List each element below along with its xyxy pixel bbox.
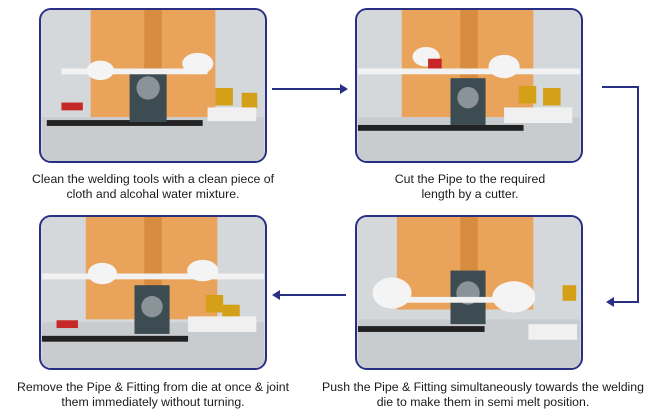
step-3-photo [355,215,583,370]
left-glove [372,277,412,309]
brass-fitting [518,85,537,104]
right-glove [492,281,536,313]
step-2-photo [355,8,583,163]
cutter-tool [61,102,83,111]
black-rod [357,124,524,131]
brass-fitting [562,285,577,301]
pipe-fittings [207,107,257,122]
step-3-illustration [357,217,581,368]
step-4-photo [39,215,267,370]
step-4-illustration [41,217,265,368]
step-4-caption-line-1: Remove the Pipe & Fitting from die at on… [16,380,290,394]
step-1-caption-line-2: cloth and alcohal water mixture. [66,187,240,201]
cutter-tool [428,58,442,69]
step-1-caption-line-1: Clean the welding tools with a clean pie… [32,172,274,186]
pipe-fittings [528,324,578,340]
step-1-caption: Clean the welding tools with a clean pie… [0,172,306,202]
step-3-caption-line-1: Push the Pipe & Fitting simultaneously t… [322,380,644,394]
pipe [41,273,265,280]
step-4-caption-line-2: them immediately without turning. [61,395,245,409]
cutter-tool [56,320,78,329]
step-2-caption-line-1: Cut the Pipe to the required [394,172,546,186]
step-2-caption-line-2: length by a cutter. [421,187,519,201]
arrow-down-elbow-icon [602,86,639,307]
step-1-illustration [41,10,265,161]
step-2-illustration [357,10,581,161]
step-3-caption: Push the Pipe & Fitting simultaneously t… [313,380,653,410]
black-rod [46,120,203,126]
left-glove [87,262,117,285]
black-rod [357,326,485,332]
right-glove [187,259,219,282]
step-4-caption: Remove the Pipe & Fitting from die at on… [0,380,306,410]
pipe-fittings [188,316,257,332]
left-glove [86,60,115,81]
pipe [357,68,581,75]
pipe [387,296,495,303]
step-3-caption-line-2: die to make them in semi melt position. [376,395,590,409]
right-glove [488,54,520,79]
pipe-fittings [504,107,573,124]
brass-fitting [215,87,233,106]
right-glove [182,52,214,75]
brass-fitting [205,294,224,313]
pipe [61,68,208,75]
step-2-caption: Cut the Pipe to the required length by a… [356,172,584,202]
black-rod [41,335,189,342]
step-1-photo [39,8,267,163]
arrow-left-icon [272,290,346,300]
arrow-right-icon [272,84,348,94]
